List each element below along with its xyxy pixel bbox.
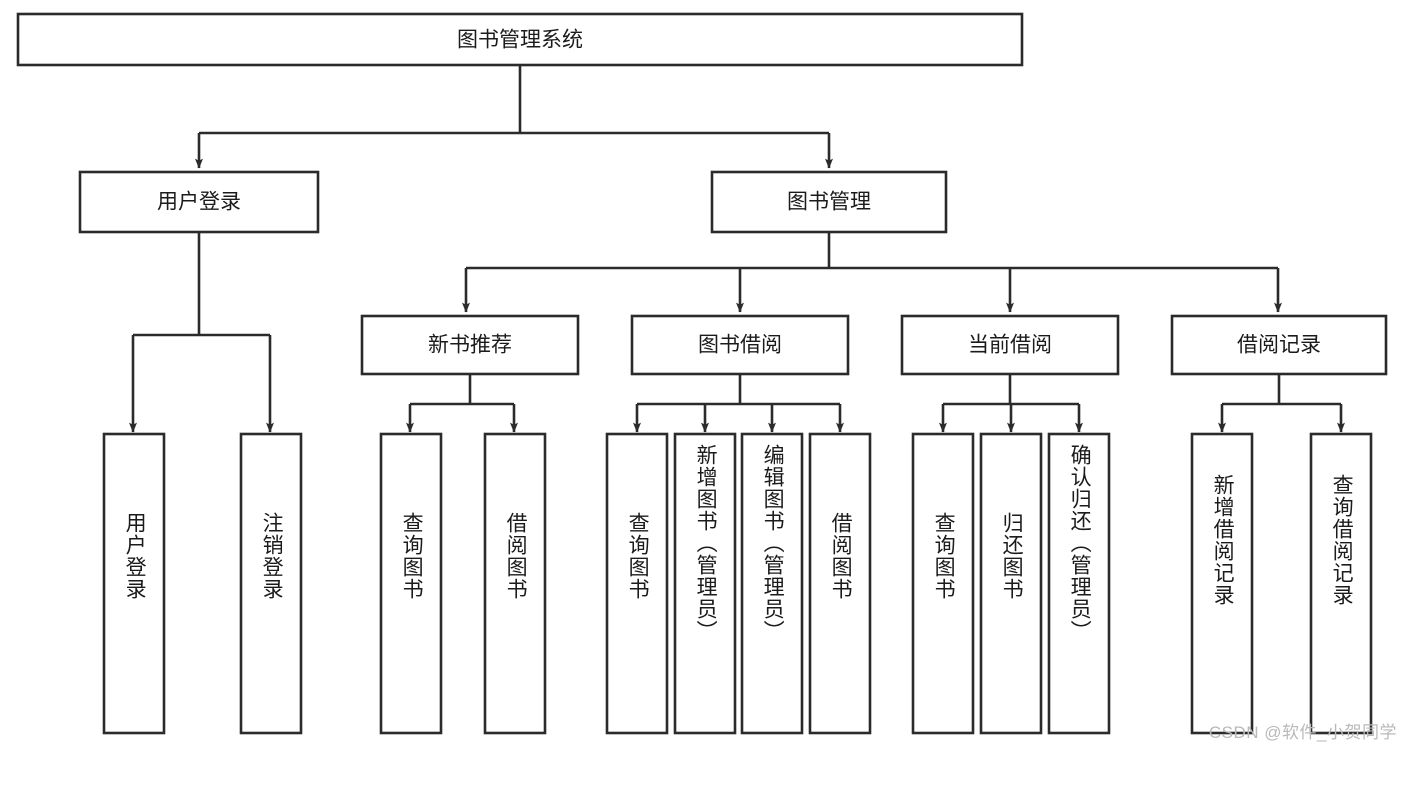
label-borrow-records: 借阅记录: [1237, 334, 1321, 357]
node-new-book-recommend[interactable]: [360, 314, 580, 376]
leaf-box-borrow-book[interactable]: [808, 432, 872, 735]
flowchart-canvas: 图书管理系统 用户登录 图书管理 新书推荐 图书借阅 当前借阅 借阅记录 用户登…: [16, 12, 1397, 742]
leaf-box-return-book[interactable]: [979, 432, 1043, 735]
leaf-box-add-record[interactable]: [1190, 432, 1254, 735]
node-borrow-records[interactable]: [1170, 314, 1388, 376]
node-root-system[interactable]: [16, 12, 1024, 67]
leaf-box-logout[interactable]: [239, 432, 303, 735]
label-user-login: 用户登录: [157, 191, 241, 214]
flowchart-svg: 图书管理系统 用户登录 图书管理 新书推荐 图书借阅 当前借阅 借阅记录: [16, 12, 1388, 735]
csdn-watermark: CSDN @软件_小贺同学: [1208, 723, 1397, 742]
leaf-box-add-book-admin[interactable]: [673, 432, 737, 735]
leaf-box-confirm-return-admin[interactable]: [1047, 432, 1111, 735]
node-book-borrow[interactable]: [630, 314, 850, 376]
label-book-management: 图书管理: [787, 191, 871, 214]
node-book-management[interactable]: [710, 170, 948, 234]
leaf-box-query-book-current[interactable]: [911, 432, 975, 735]
label-book-borrow: 图书借阅: [698, 334, 782, 357]
label-new-book-recommend: 新书推荐: [428, 334, 512, 357]
label-root-system: 图书管理系统: [457, 29, 583, 52]
leaf-box-query-record[interactable]: [1309, 432, 1373, 735]
leaf-box-query-book-new[interactable]: [379, 432, 443, 735]
leaf-box-user-login[interactable]: [102, 432, 166, 735]
leaf-box-query-book-borrow[interactable]: [605, 432, 669, 735]
label-current-borrow: 当前借阅: [968, 334, 1052, 357]
leaf-box-borrow-book-new[interactable]: [483, 432, 547, 735]
leaf-box-edit-book-admin[interactable]: [740, 432, 804, 735]
node-current-borrow[interactable]: [900, 314, 1120, 376]
